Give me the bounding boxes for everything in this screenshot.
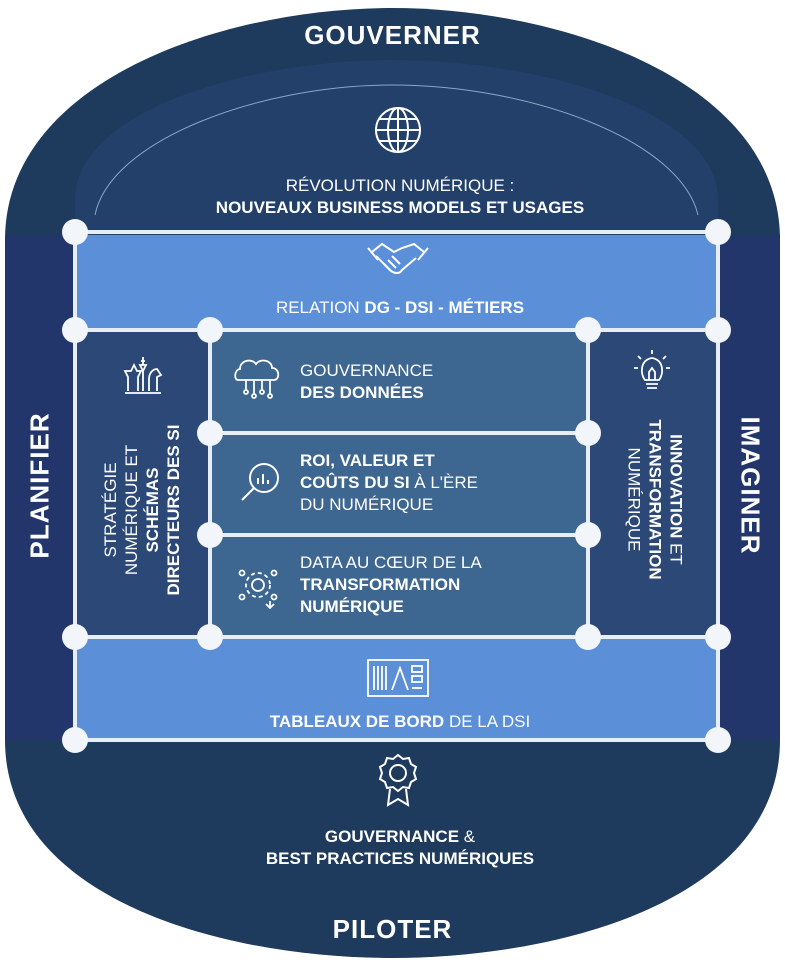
right-column-line2: TRANSFORMATION <box>645 419 665 580</box>
relation-prefix: RELATION <box>275 298 365 317</box>
left-side-band <box>5 235 75 740</box>
center-box-2-line2a: COÛTS DU SI <box>300 473 410 492</box>
center-box-1-text: GOUVERNANCE DES DONNÉES <box>300 360 580 404</box>
center-box-2-line2b: À L'ÈRE <box>409 473 479 492</box>
right-side-band <box>718 235 780 740</box>
left-column-line3: SCHÉMAS <box>143 467 162 553</box>
bottom-panel-line1-suffix: & <box>459 827 476 846</box>
lightbulb-icon <box>634 350 670 389</box>
center-box-3-line3: NUMÉRIQUE <box>300 597 404 616</box>
right-column-line1: INNOVATION <box>666 434 686 539</box>
center-box-3-line2: TRANSFORMATION <box>300 575 461 594</box>
left-column-line2: NUMÉRIQUE ET <box>122 444 141 576</box>
left-column-line4: DIRECTEURS DES SI <box>164 424 183 596</box>
bottom-panel-text: GOUVERNANCE & BEST PRACTICES NUMÉRIQUES <box>100 826 700 870</box>
top-panel-text: RÉVOLUTION NUMÉRIQUE : NOUVEAUX BUSINESS… <box>100 175 700 219</box>
dashboard-band-text: TABLEAUX DE BORD DE LA DSI <box>100 711 700 733</box>
center-box-1-line1: GOUVERNANCE <box>300 361 434 380</box>
center-box-3-text: DATA AU CŒUR DE LA TRANSFORMATION NUMÉRI… <box>300 552 580 618</box>
left-column-line1: STRATÉGIE <box>101 462 120 558</box>
center-box-2 <box>210 433 588 535</box>
right-column-text: INNOVATION ET TRANSFORMATION NUMÉRIQUE <box>624 345 687 655</box>
center-box-3 <box>210 535 588 637</box>
right-column <box>588 330 718 637</box>
outer-top-label: GOUVERNER <box>304 20 481 50</box>
magnifier-chart-icon <box>241 463 279 501</box>
chess-pieces-icon <box>123 357 163 394</box>
outer-bottom-label: PILOTER <box>332 914 453 944</box>
center-box-2-text: ROI, VALEUR ET COÛTS DU SI À L'ÈRE DU NU… <box>300 450 580 516</box>
right-column-line1b: ET <box>666 538 686 565</box>
outer-left-label: PLANIFIER <box>24 412 55 559</box>
center-box-2-line3: DU NUMÉRIQUE <box>300 495 434 514</box>
dashboard-band <box>75 637 718 740</box>
center-box-3-line1: DATA AU CŒUR DE LA <box>300 553 482 572</box>
dashboard-bold: TABLEAUX DE BORD <box>269 712 445 731</box>
connector-nodes <box>62 219 731 753</box>
award-badge-icon <box>378 753 418 807</box>
top-panel-line2: NOUVEAUX BUSINESS MODELS ET USAGES <box>215 198 585 217</box>
outer-right-label: IMAGINER <box>735 416 766 555</box>
right-column-line3: NUMÉRIQUE <box>624 447 644 552</box>
top-panel-line1: RÉVOLUTION NUMÉRIQUE : <box>285 176 515 195</box>
relation-band-text: RELATION DG - DSI - MÉTIERS <box>100 297 700 319</box>
connector-lines <box>73 230 720 742</box>
handshake-icon <box>367 242 429 274</box>
dashboard-suffix: DE LA DSI <box>444 712 531 731</box>
center-box-1-line2: DES DONNÉES <box>300 383 424 402</box>
gear-network-icon <box>238 569 278 610</box>
bottom-panel-line1-bold: GOUVERNANCE <box>324 827 460 846</box>
top-inner-arc-line <box>94 84 699 216</box>
globe-icon <box>375 107 421 153</box>
cloud-network-icon <box>234 359 280 399</box>
center-box-1 <box>210 330 588 433</box>
relation-bold: DG - DSI - MÉTIERS <box>364 298 525 317</box>
bottom-panel-line2: BEST PRACTICES NUMÉRIQUES <box>265 849 535 868</box>
top-inner-panel <box>75 60 718 235</box>
dashboard-icon <box>367 659 429 697</box>
center-box-2-line1: ROI, VALEUR ET <box>300 451 435 470</box>
bottom-inner-panel <box>75 740 718 905</box>
left-column-text: STRATÉGIE NUMÉRIQUE ET SCHÉMAS DIRECTEUR… <box>100 355 184 665</box>
